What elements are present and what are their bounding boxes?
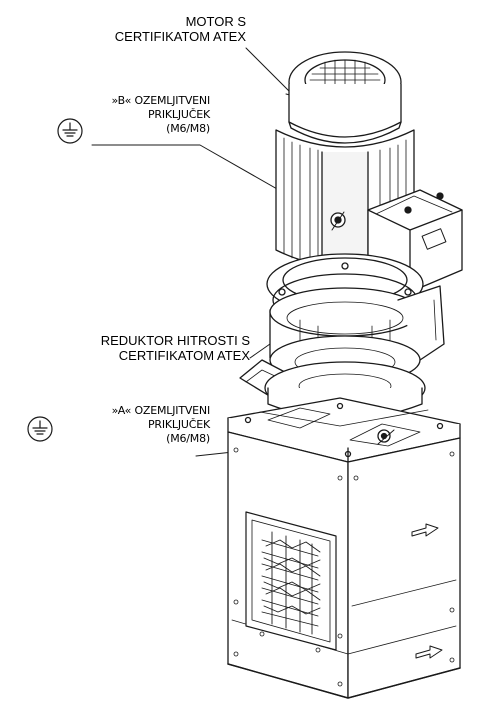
housing-opening bbox=[245, 511, 337, 651]
motor-leader bbox=[245, 47, 295, 97]
motor bbox=[275, 51, 463, 293]
ground-a-label-line-2: PRIKLJUČEK bbox=[147, 418, 210, 431]
gearbox-label-line-1: REDUKTOR HITROSTI S bbox=[100, 333, 250, 348]
ground-b-label-line-2: PRIKLJUČEK bbox=[147, 108, 210, 121]
ground-symbol-icon bbox=[57, 118, 83, 144]
ground-a-lug bbox=[377, 429, 395, 445]
ground-b-label-line-1: »B« OZEMLJITVENI bbox=[111, 94, 211, 107]
housing-bolts bbox=[233, 447, 455, 687]
motor-label-line-2: CERTIFIKATOM ATEX bbox=[114, 29, 246, 44]
ground-a-label: »A« OZEMLJITVENI PRIKLJUČEK (M6/M8) bbox=[60, 404, 211, 446]
cutter-stack bbox=[261, 531, 321, 635]
flow-arrow-icon bbox=[415, 645, 443, 659]
ground-b-label: »B« OZEMLJITVENI PRIKLJUČEK (M6/M8) bbox=[60, 94, 211, 136]
flow-arrow-icon bbox=[411, 523, 439, 537]
ground-symbol-icon bbox=[27, 416, 53, 442]
ground-b-lug bbox=[330, 211, 346, 231]
ground-a-label-line-3: (M6/M8) bbox=[166, 432, 210, 445]
motor-label-line-1: MOTOR S bbox=[185, 14, 246, 29]
ground-a-label-line-1: »A« OZEMLJITVENI bbox=[111, 404, 211, 417]
motor-label: MOTOR S CERTIFIKATOM ATEX bbox=[60, 14, 246, 44]
cutter-housing bbox=[227, 431, 461, 699]
gearbox-label-line-2: CERTIFIKATOM ATEX bbox=[118, 348, 250, 363]
gearbox-label: REDUKTOR HITROSTI S CERTIFIKATOM ATEX bbox=[0, 333, 250, 363]
ground-b-label-line-3: (M6/M8) bbox=[166, 122, 210, 135]
